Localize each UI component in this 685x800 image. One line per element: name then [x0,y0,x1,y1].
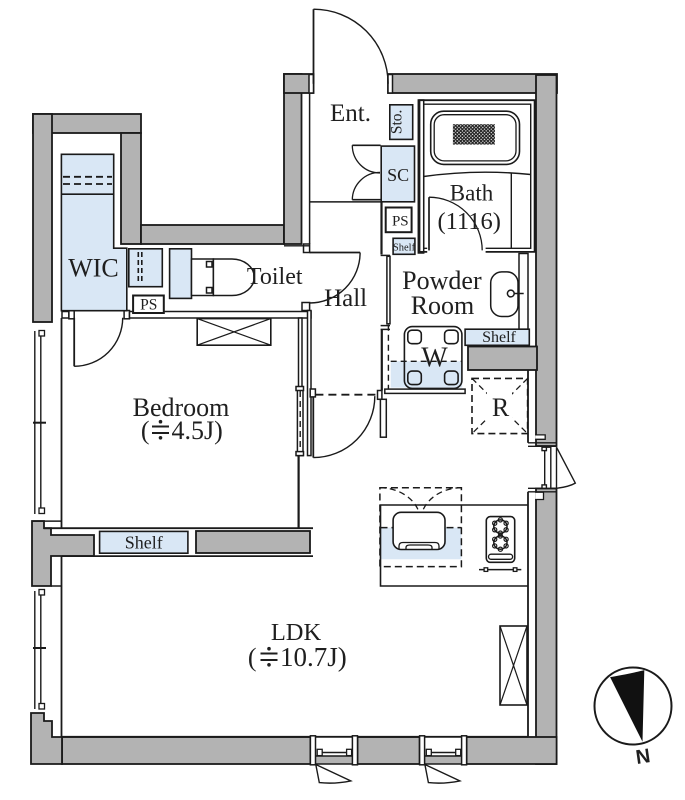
svg-text:Bedroom: Bedroom [133,393,230,422]
svg-text:W: W [421,343,448,374]
svg-text:Bath: Bath [450,181,494,206]
svg-text:Ent.: Ent. [330,100,371,127]
svg-text:N: N [634,745,651,769]
svg-text:(: ( [248,643,257,672]
svg-text:Shelf: Shelf [125,533,163,553]
svg-text:Shelf: Shelf [482,329,516,346]
svg-text:Sto.: Sto. [389,110,406,135]
svg-text:SC: SC [387,165,409,185]
svg-text:Toilet: Toilet [247,264,303,290]
svg-text:10.7J): 10.7J) [280,642,347,672]
svg-text:(: ( [141,416,150,445]
svg-text:Hall: Hall [324,285,367,312]
svg-text:R: R [492,393,510,422]
svg-text:(1116): (1116) [437,208,501,235]
svg-text:Powder: Powder [402,266,482,295]
svg-text:Room: Room [411,291,475,320]
svg-text:LDK: LDK [271,619,322,646]
svg-text:PS: PS [140,297,157,314]
svg-text:4.5J): 4.5J) [172,416,223,445]
svg-text:PS: PS [392,213,409,229]
svg-text:WIC: WIC [68,254,119,283]
svg-text:Shelf: Shelf [393,243,416,254]
